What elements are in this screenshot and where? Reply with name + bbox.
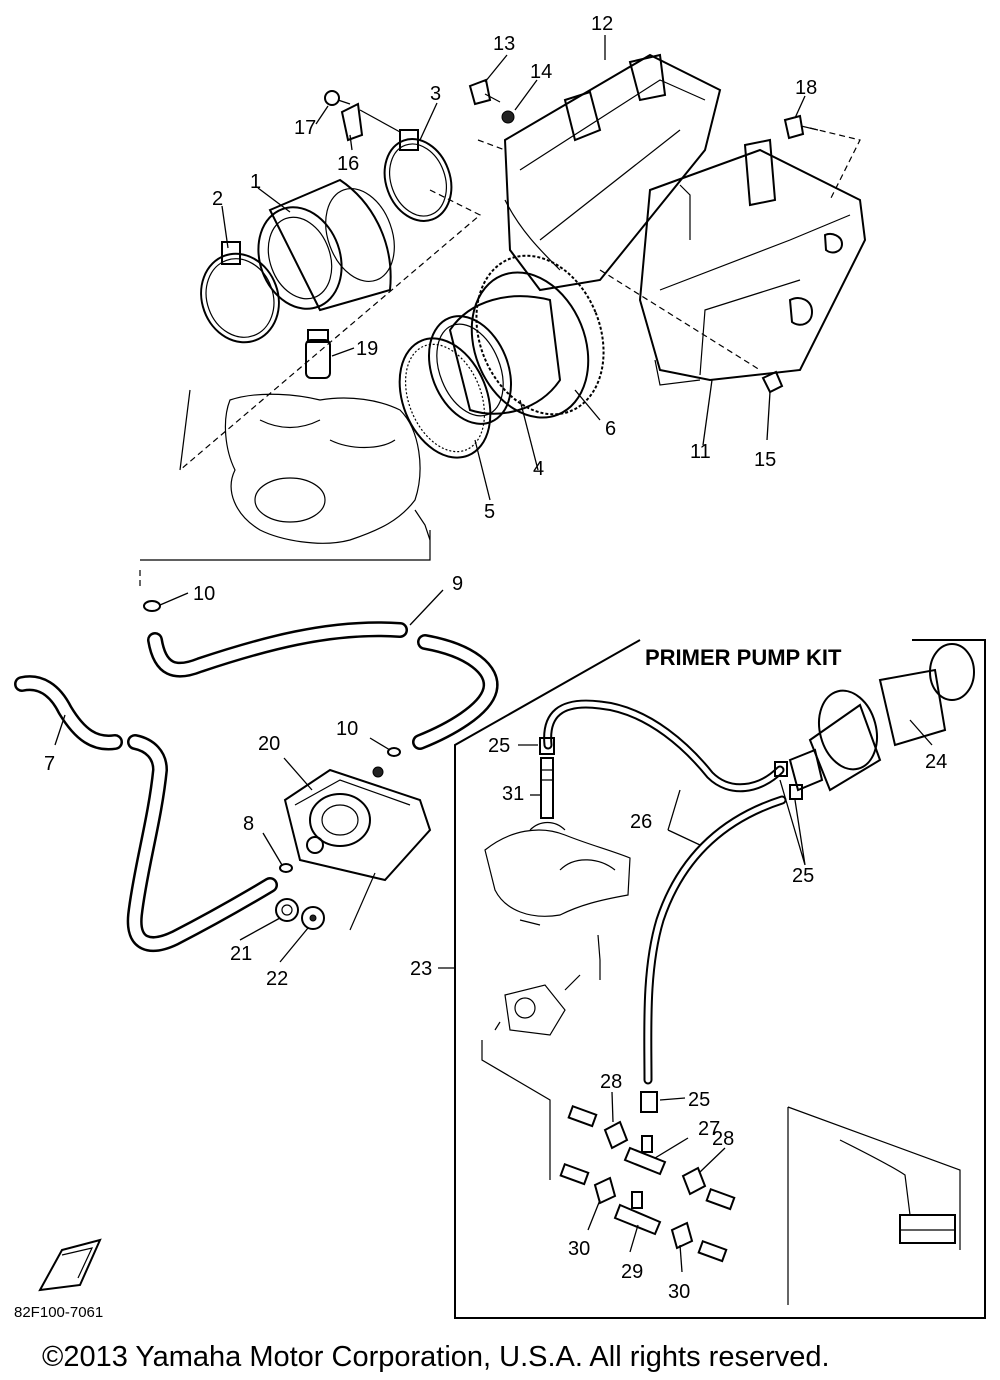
callout-31: 31 xyxy=(502,783,524,805)
seal-ring xyxy=(398,337,492,459)
callout-13: 13 xyxy=(493,33,515,55)
callout-29: 29 xyxy=(621,1261,643,1283)
front-arrow-icon xyxy=(38,1238,102,1292)
callout-14: 14 xyxy=(530,61,552,83)
primer-pump xyxy=(788,643,975,792)
callout-25-lower: 25 xyxy=(688,1089,710,1111)
duct-flange xyxy=(475,254,605,416)
callout-3: 3 xyxy=(430,83,441,105)
callout-20: 20 xyxy=(258,733,280,755)
callout-6: 6 xyxy=(605,418,616,440)
joint-25-pump-a xyxy=(774,761,788,777)
air-box-body xyxy=(638,138,867,386)
callout-18: 18 xyxy=(795,77,817,99)
carburetor-sketch xyxy=(484,821,631,926)
joint-25-top xyxy=(539,737,555,755)
primer-pump-kit-box xyxy=(454,639,986,1319)
callout-19: 19 xyxy=(356,338,378,360)
washer-14 xyxy=(501,110,515,124)
callout-10-lower: 10 xyxy=(336,718,358,740)
clip-28-left xyxy=(603,1120,629,1150)
nipple-31 xyxy=(540,757,554,819)
callout-27: 27 xyxy=(698,1118,720,1140)
callout-labels: 1 2 3 4 5 6 7 8 9 10 10 11 12 13 14 15 1… xyxy=(44,13,947,1303)
nut-15 xyxy=(761,370,784,394)
callout-28-right: 28 xyxy=(712,1128,734,1150)
leader-lines xyxy=(54,35,933,1273)
clip-10-upper xyxy=(143,600,161,612)
callout-16: 16 xyxy=(337,153,359,175)
callout-30-left: 30 xyxy=(568,1238,590,1260)
joint-25-pump-b xyxy=(789,784,803,800)
callout-15: 15 xyxy=(754,449,776,471)
callout-12: 12 xyxy=(591,13,613,35)
callout-4: 4 xyxy=(533,458,544,480)
diagram-code: 82F100-7061 xyxy=(14,1304,103,1321)
callout-24: 24 xyxy=(925,751,947,773)
callout-25-top: 25 xyxy=(488,735,510,757)
hose-7 xyxy=(14,675,278,953)
hose-9 xyxy=(147,621,499,750)
primer-pump-kit-title: PRIMER PUMP KIT xyxy=(645,645,842,670)
copyright-notice: ©2013 Yamaha Motor Corporation, U.S.A. A… xyxy=(42,1341,830,1373)
callout-25-pump: 25 xyxy=(792,865,814,887)
plug xyxy=(305,329,331,379)
callout-5: 5 xyxy=(484,501,495,523)
air-box-cover xyxy=(503,53,722,292)
air-duct xyxy=(427,271,590,425)
kit-hose-pieces xyxy=(559,1104,736,1263)
fuel-pump xyxy=(283,766,432,931)
clip-10-lower xyxy=(387,747,401,757)
callout-8: 8 xyxy=(243,813,254,835)
clip-8 xyxy=(279,863,293,873)
joint-25-lower xyxy=(640,1091,658,1113)
clamp-3 xyxy=(383,129,453,222)
intake-joint xyxy=(257,178,395,312)
tube-26 xyxy=(543,699,787,1085)
clamp-2 xyxy=(200,241,280,344)
callout-23: 23 xyxy=(410,958,432,980)
nut-21 xyxy=(275,898,299,922)
bolt-13 xyxy=(468,78,501,106)
bolt-17 xyxy=(324,90,351,106)
callout-10-upper: 10 xyxy=(193,583,215,605)
joint-29 xyxy=(613,1191,662,1236)
callout-9: 9 xyxy=(452,573,463,595)
joint-27 xyxy=(623,1135,667,1176)
clip-30-right xyxy=(670,1221,694,1250)
callout-22: 22 xyxy=(266,968,288,990)
callout-7: 7 xyxy=(44,753,55,775)
bolt-18 xyxy=(783,114,819,140)
callout-11: 11 xyxy=(690,441,711,463)
callout-30-right: 30 xyxy=(668,1281,690,1303)
callout-26: 26 xyxy=(630,811,652,833)
bracket-16 xyxy=(340,102,401,142)
callout-28-left: 28 xyxy=(600,1071,622,1093)
washer-22 xyxy=(301,906,325,930)
callout-17: 17 xyxy=(294,117,316,139)
engine-sketch xyxy=(224,393,431,544)
clip-30-left xyxy=(593,1176,617,1205)
callout-21: 21 xyxy=(230,943,252,965)
kit-fuel-pump-sketch xyxy=(494,974,581,1036)
kit-fuel-tank-sketch xyxy=(839,1139,956,1244)
clip-28-right xyxy=(681,1166,707,1196)
callout-2: 2 xyxy=(212,188,223,210)
callout-1: 1 xyxy=(250,171,261,193)
